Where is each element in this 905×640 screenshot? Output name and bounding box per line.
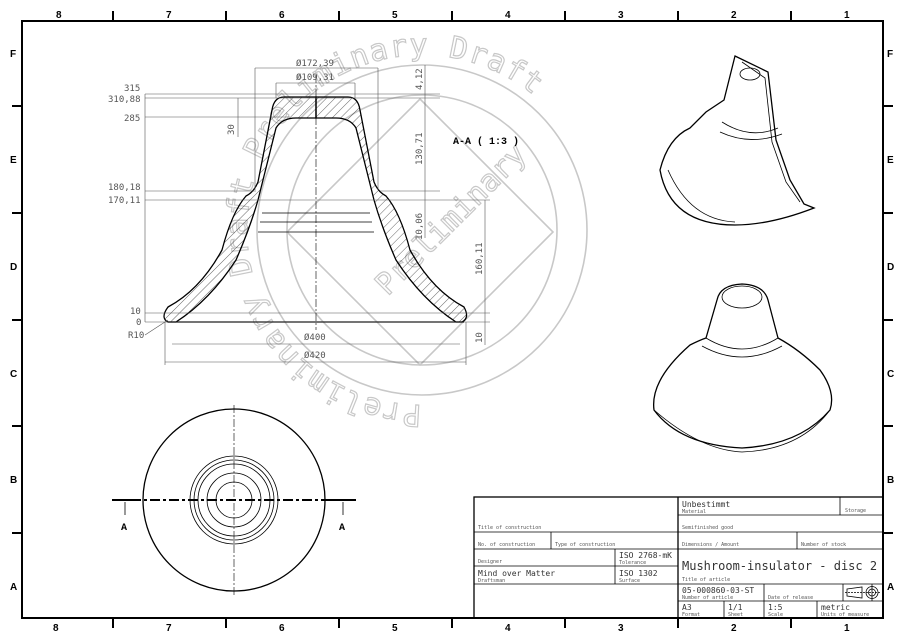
svg-text:180,18: 180,18 — [108, 183, 141, 193]
svg-text:Ø172,39: Ø172,39 — [296, 58, 334, 69]
col-label: 7 — [166, 623, 172, 634]
col-label: 5 — [392, 623, 398, 634]
svg-text:R10: R10 — [128, 331, 144, 341]
col-label: 4 — [505, 10, 511, 21]
svg-text:Title of construction: Title of construction — [478, 525, 541, 531]
tolerance-value: ISO 2768-mK — [619, 551, 672, 560]
svg-text:Material: Material — [682, 509, 706, 515]
svg-text:30: 30 — [227, 124, 237, 135]
svg-text:1/1: 1/1 — [728, 603, 743, 612]
col-label: 7 — [166, 10, 172, 21]
svg-text:Semifinished good: Semifinished good — [682, 525, 733, 531]
svg-text:160,11: 160,11 — [475, 242, 485, 275]
svg-text:130,71: 130,71 — [415, 132, 425, 165]
article-title: Mushroom-insulator - disc 2 — [682, 559, 877, 573]
svg-text:Dimensions / Amount: Dimensions / Amount — [682, 542, 739, 548]
col-label: 1 — [844, 623, 850, 634]
svg-text:Ø400: Ø400 — [304, 332, 326, 343]
svg-text:Number of article: Number of article — [682, 595, 733, 601]
column-labels-top: 8 7 6 5 4 3 2 1 — [56, 10, 850, 21]
row-label: B — [887, 475, 894, 486]
svg-text:310,88: 310,88 — [108, 95, 141, 105]
surface-value: ISO 1302 — [619, 569, 658, 578]
svg-text:285: 285 — [124, 114, 140, 124]
svg-text:Format: Format — [682, 612, 700, 618]
col-label: 2 — [731, 10, 737, 21]
svg-text:metric: metric — [821, 603, 850, 612]
row-label: D — [10, 262, 17, 273]
row-label: E — [10, 155, 17, 166]
row-label: D — [887, 262, 894, 273]
svg-text:No. of construction: No. of construction — [478, 542, 535, 548]
svg-text:10: 10 — [130, 307, 141, 317]
column-labels-bottom: 8 7 6 5 4 3 2 1 — [53, 623, 850, 634]
svg-text:Storage: Storage — [845, 508, 866, 514]
col-label: 6 — [279, 10, 285, 21]
svg-text:Units of measure: Units of measure — [821, 612, 869, 618]
isometric-cutaway-view — [659, 55, 816, 226]
svg-text:Scale: Scale — [768, 612, 783, 618]
title-block: Unbestimmt Material Storage Semifinished… — [473, 496, 884, 619]
col-label: 2 — [731, 623, 737, 634]
col-label: 1 — [844, 10, 850, 21]
row-label: C — [10, 369, 17, 380]
row-label: C — [887, 369, 894, 380]
svg-text:315: 315 — [124, 84, 140, 94]
row-ticks — [12, 105, 893, 534]
svg-text:4,12: 4,12 — [415, 68, 425, 90]
col-label: 3 — [618, 10, 624, 21]
svg-text:Designer: Designer — [478, 559, 502, 565]
svg-text:Draftsman: Draftsman — [478, 578, 505, 584]
column-ticks — [112, 11, 792, 628]
col-label: 4 — [505, 623, 511, 634]
col-label: 8 — [53, 623, 59, 634]
section-title: A-A ( 1:3 ) — [453, 136, 519, 148]
svg-text:10,06: 10,06 — [415, 213, 425, 240]
col-label: 8 — [56, 10, 62, 21]
col-label: 6 — [279, 623, 285, 634]
row-label: F — [887, 49, 893, 60]
svg-text:1:5: 1:5 — [768, 603, 783, 612]
svg-text:Number of stock: Number of stock — [801, 542, 846, 548]
draftsman-value: Mind over Matter — [478, 569, 555, 578]
section-marker-left: A — [121, 523, 127, 534]
section-view-aa: 315 310,88 285 180,18 170,11 10 0 R10 30… — [108, 58, 519, 365]
row-label: A — [887, 582, 894, 593]
svg-text:Surface: Surface — [619, 578, 640, 584]
svg-text:Ø109,31: Ø109,31 — [296, 72, 334, 83]
material-value: Unbestimmt — [682, 500, 730, 509]
article-number: 05-000860-03-ST — [682, 586, 754, 595]
projection-symbol-icon — [845, 584, 880, 601]
section-marker-right: A — [339, 523, 345, 534]
isometric-full-view — [653, 283, 833, 453]
svg-text:0: 0 — [136, 318, 141, 328]
svg-text:Tolerance: Tolerance — [619, 560, 646, 566]
svg-text:A3: A3 — [682, 603, 692, 612]
row-label: A — [10, 582, 17, 593]
row-labels-left: F E D C B A — [10, 49, 17, 593]
svg-text:10: 10 — [475, 332, 485, 343]
svg-text:Sheet: Sheet — [728, 612, 743, 618]
row-label: B — [10, 475, 17, 486]
plan-view: A A — [112, 405, 356, 596]
col-label: 3 — [618, 623, 624, 634]
row-label: F — [10, 49, 16, 60]
svg-text:Ø420: Ø420 — [304, 350, 326, 361]
svg-text:Type of construction: Type of construction — [555, 542, 615, 548]
row-labels-right: F E D C B A — [887, 49, 894, 593]
svg-text:Title of article: Title of article — [682, 577, 730, 583]
row-label: E — [887, 155, 894, 166]
svg-text:Date of release: Date of release — [768, 595, 813, 601]
col-label: 5 — [392, 10, 398, 21]
svg-text:170,11: 170,11 — [108, 196, 141, 206]
